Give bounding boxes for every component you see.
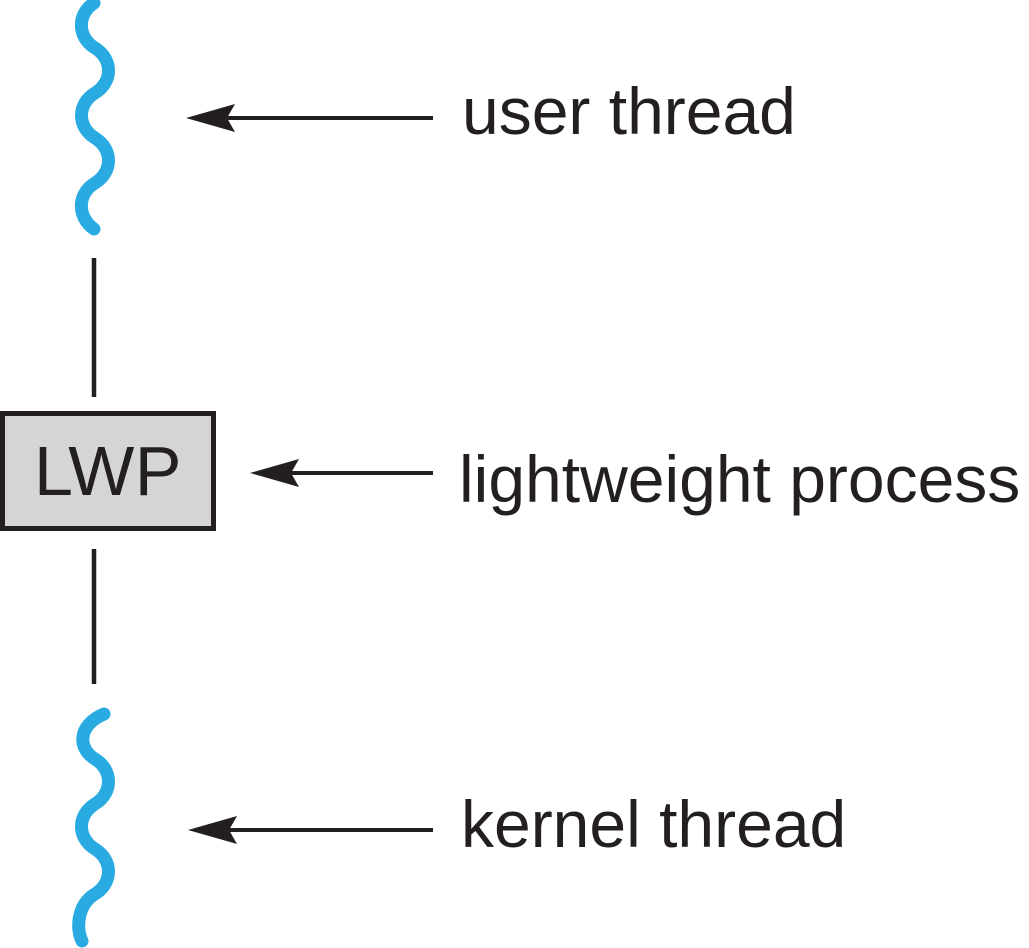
user-thread-arrow [186,104,433,132]
lightweight-process-label: lightweight process [459,442,1021,516]
lwp-box-label: LWP [34,432,182,510]
kernel-thread-arrow [188,816,433,844]
user-thread-label: user thread [462,74,796,148]
user-thread-arrowhead-icon [186,104,235,132]
kernel-thread-label: kernel thread [461,787,847,861]
kernel-thread-arrowhead-icon [188,816,237,844]
lwp-box: LWP [0,411,216,531]
lightweight-process-arrowhead-icon [250,459,299,487]
kernel-thread-squiggle [72,707,115,948]
lightweight-process-arrow [250,459,433,487]
user-thread-squiggle [74,0,115,236]
